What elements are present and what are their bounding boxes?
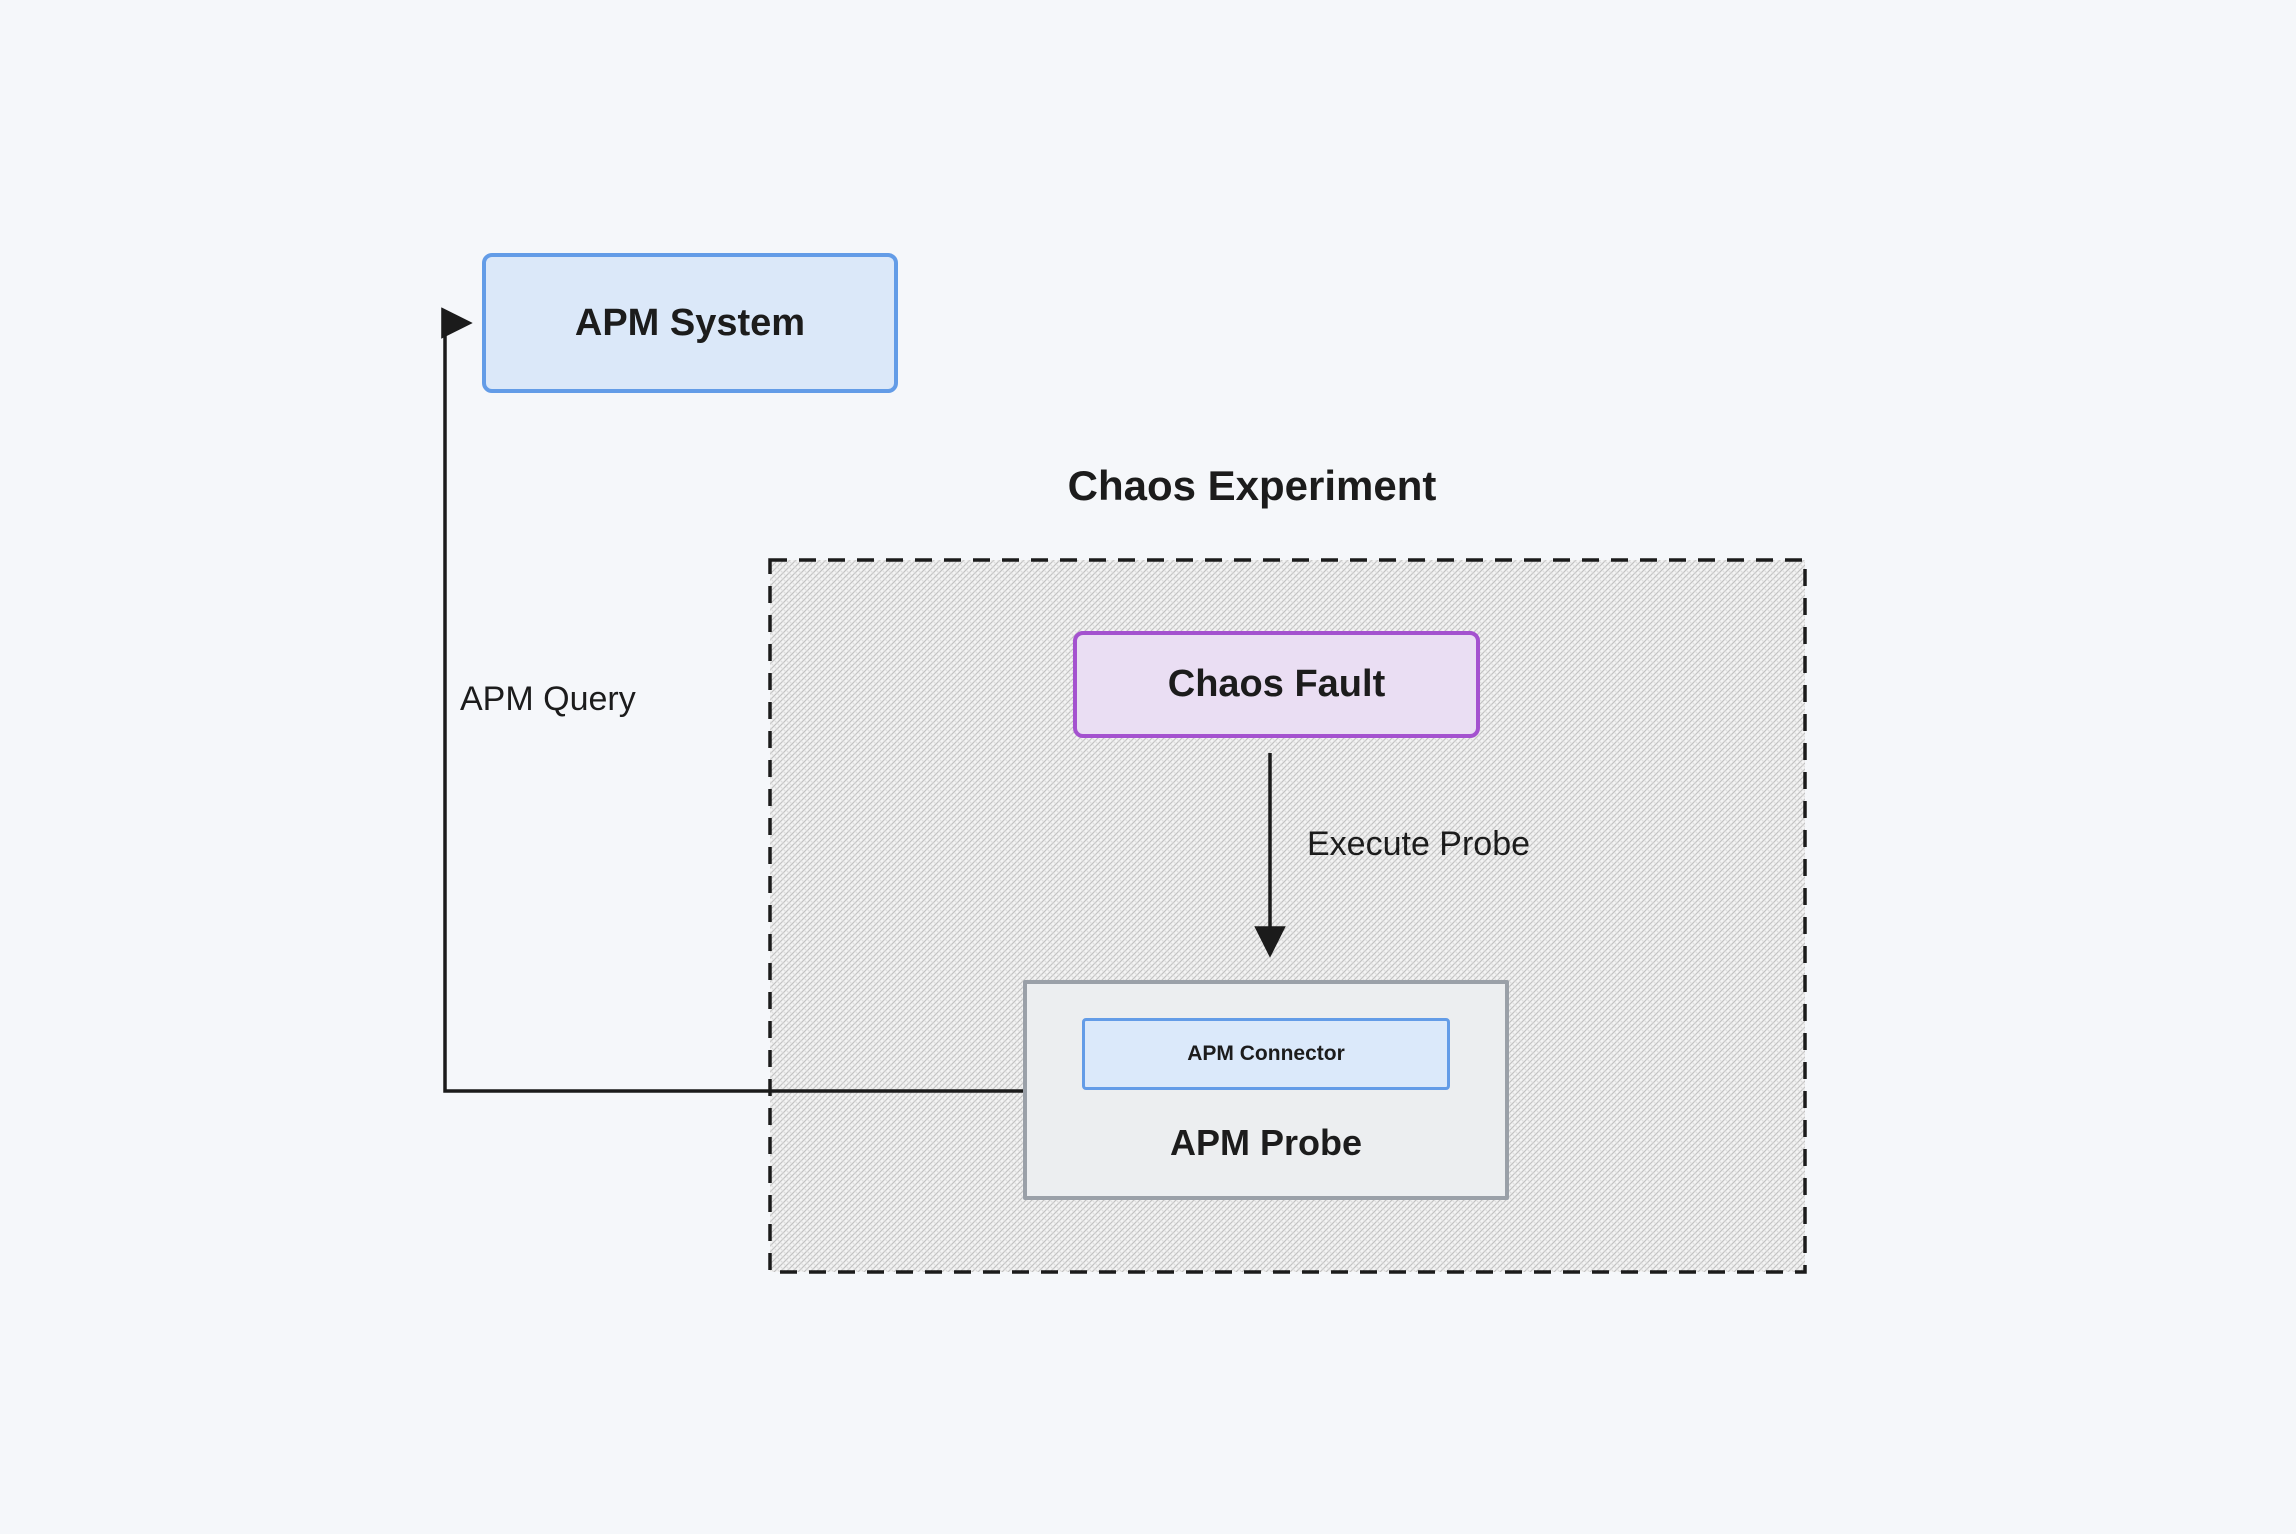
node-apm-system-label: APM System	[574, 301, 806, 344]
node-apm-probe-label: APM Probe	[1169, 1122, 1363, 1163]
node-chaos-fault: Chaos Fault	[1073, 631, 1480, 738]
edge-label-execute-probe: Execute Probe	[1307, 825, 1531, 863]
edge-label-apm-query: APM Query	[460, 680, 636, 718]
edge-apm-query-arrow	[441, 307, 1023, 1093]
chaos-experiment-title: Chaos Experiment	[1067, 462, 1437, 509]
node-apm-system: APM System	[482, 253, 898, 393]
node-apm-connector-label: APM Connector	[1187, 1042, 1345, 1065]
node-chaos-fault-label: Chaos Fault	[1167, 663, 1386, 705]
node-apm-probe: APM Connector APM Probe	[1023, 980, 1509, 1200]
node-apm-connector: APM Connector	[1082, 1018, 1450, 1090]
